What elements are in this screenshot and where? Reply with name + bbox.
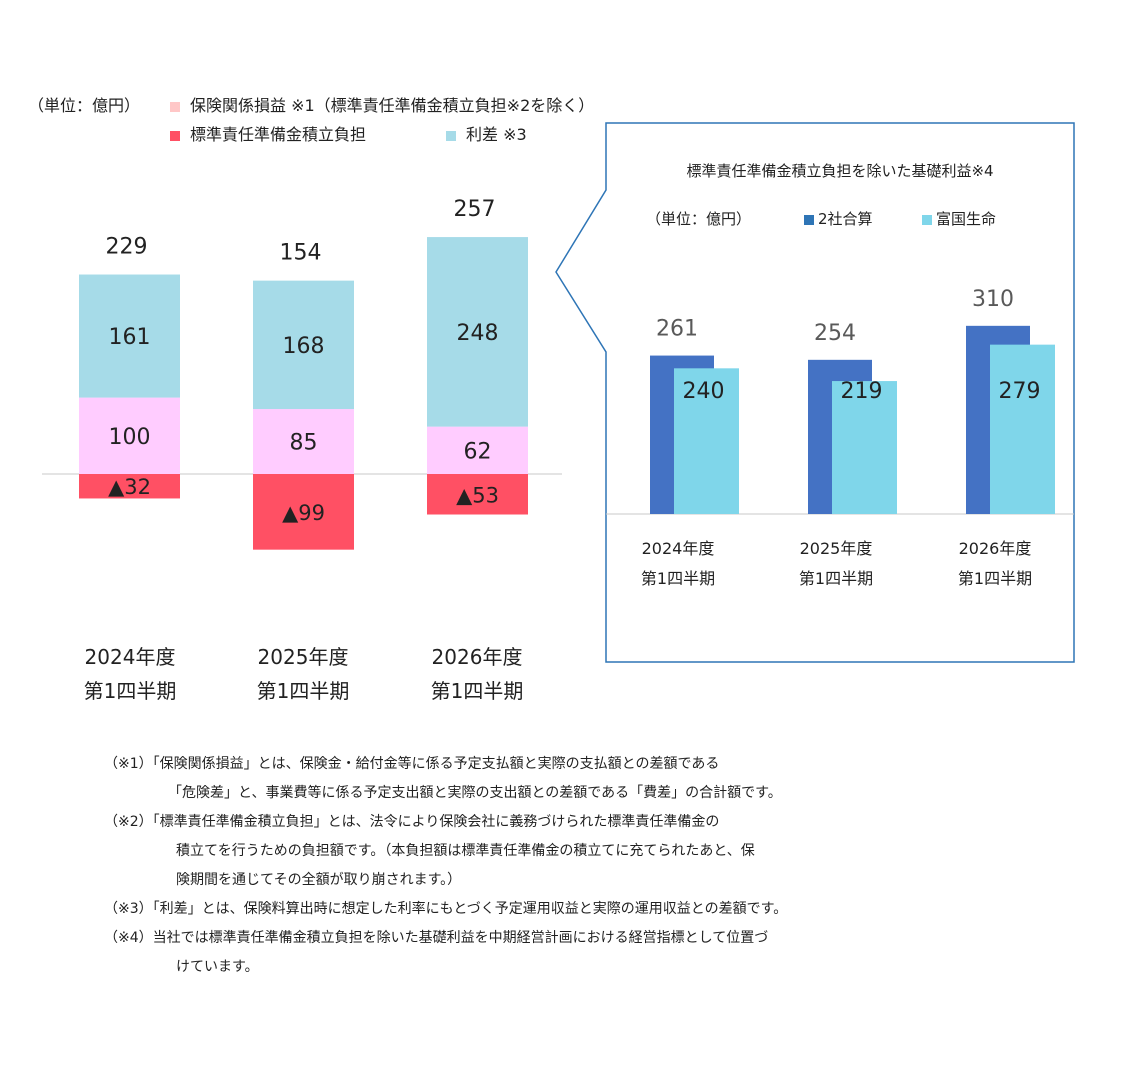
footnotes: （※1）「保険関係損益」とは、保険金・給付金等に係る予定支払額と実際の支払額との…: [104, 750, 1064, 982]
stacked-bar-chart: 100 161 ▲32 229 85 168 ▲99 154 62 248 ▲53 257: [42, 197, 562, 550]
data-label-total: 257: [454, 197, 496, 222]
bar-insurance-profit: [427, 426, 528, 474]
bar-interest-margin: [427, 237, 528, 427]
data-label-fukoku: 240: [683, 379, 725, 404]
data-label-insurance-profit: 85: [290, 431, 318, 456]
legend-swatch-icon: [446, 130, 456, 141]
legend-item-insurance: 保険関係損益 ※1（標準責任準備金積立負担※2を除く）: [170, 92, 594, 116]
legend-label: 富国生命: [936, 210, 997, 228]
inset-title: 標準責任準備金積立負担を除いた基礎利益※4: [686, 162, 994, 180]
bar-fukoku: [990, 344, 1055, 514]
footnote-4-line-1: （※4）当社では標準責任準備金積立負担を除いた基礎利益を中期経営計画における経営…: [104, 924, 1064, 953]
bar-interest-margin: [79, 274, 180, 398]
bar-reserve-burden: [427, 474, 528, 515]
footnote-3-line-1: （※3）「利差」とは、保険料算出時に想定した利率にもとづく予定運用収益と実際の運…: [104, 895, 1064, 924]
inset-legend-item-fukoku: 富国生命: [922, 208, 996, 229]
category-quarter: 第1四半期: [256, 679, 350, 703]
footnote-text: 「標準責任準備金積立負担」とは、法令により保険会社に義務づけられた標準責任準備金…: [152, 814, 720, 830]
category-quarter: 第1四半期: [430, 679, 524, 703]
footnote-mark: （※1）: [104, 756, 153, 772]
bar-insurance-profit: [79, 397, 180, 474]
category-year: 2024年度: [84, 645, 176, 669]
legend-label: 保険関係損益 ※1（標準責任準備金積立負担※2を除く）: [190, 96, 595, 115]
data-label-fukoku: 219: [841, 379, 883, 404]
legend-label: 標準責任準備金積立負担: [190, 125, 367, 144]
data-label-insurance-profit: 62: [464, 439, 492, 464]
inset-category-label: 2026年度 第1四半期: [925, 534, 1065, 594]
data-label-insurance-profit: 100: [109, 425, 151, 450]
category-quarter: 第1四半期: [957, 569, 1033, 588]
bar-interest-margin: [253, 280, 354, 410]
data-label-interest-margin: 248: [457, 321, 499, 346]
bar-reserve-burden: [79, 474, 180, 499]
category-year: 2026年度: [958, 539, 1032, 558]
bar-fukoku: [674, 368, 739, 514]
bar-reserve-burden: [253, 474, 354, 550]
category-year: 2024年度: [641, 539, 715, 558]
data-label-interest-margin: 161: [109, 325, 151, 350]
category-label: 2024年度 第1四半期: [50, 640, 210, 708]
category-year: 2025年度: [799, 539, 873, 558]
category-label: 2025年度 第1四半期: [223, 640, 383, 708]
bar-fukoku: [832, 381, 897, 514]
legend-item-reserve: 標準責任準備金積立負担: [170, 121, 366, 145]
data-label-reserve-burden: ▲32: [108, 475, 151, 499]
category-quarter: 第1四半期: [798, 569, 874, 588]
data-label-total: 229: [106, 235, 148, 260]
category-quarter: 第1四半期: [640, 569, 716, 588]
legend-swatch-icon: [922, 214, 932, 225]
data-label-combined: 261: [656, 317, 698, 342]
category-year: 2025年度: [257, 645, 349, 669]
category-label: 2026年度 第1四半期: [397, 640, 557, 708]
footnote-2-line-2: 積立てを行うための負担額です。（本負担額は標準責任準備金の積立てに充てられたあと…: [176, 843, 755, 859]
inset-callout-frame: [555, 122, 1075, 663]
inset-category-label: 2024年度 第1四半期: [608, 534, 748, 594]
legend-label: 2社合算: [818, 210, 873, 228]
footnote-mark: （※3）: [104, 901, 153, 917]
footnote-1-line-2: 「危険差」と、事業費等に係る予定支出額と実際の支出額との差額である「費差」の合計…: [168, 785, 782, 801]
data-label-combined: 254: [814, 321, 856, 346]
category-quarter: 第1四半期: [83, 679, 177, 703]
legend-swatch-icon: [804, 214, 814, 225]
legend-swatch-icon: [170, 101, 180, 112]
data-label-total: 154: [280, 241, 322, 266]
inset-legend-item-combined: 2社合算: [804, 208, 873, 229]
unit-label: （単位：億円）: [28, 96, 141, 115]
footnote-2-line-1: （※2）「標準責任準備金積立負担」とは、法令により保険会社に義務づけられた標準責…: [104, 808, 1064, 837]
data-label-interest-margin: 168: [283, 334, 325, 359]
footnote-text: 「保険関係損益」とは、保険金・給付金等に係る予定支払額と実際の支払額との差額であ…: [152, 756, 720, 772]
footnote-text: 当社では標準責任準備金積立負担を除いた基礎利益を中期経営計画における経営指標とし…: [152, 930, 769, 946]
basic-profit-bar-chart: 261 240 254 219 310 279: [606, 287, 1074, 515]
footnote-4-line-2: けています。: [176, 959, 259, 975]
data-label-fukoku: 279: [999, 379, 1041, 404]
inset-category-label: 2025年度 第1四半期: [766, 534, 906, 594]
bar-insurance-profit: [253, 409, 354, 474]
legend-item-interest: 利差 ※3: [446, 121, 527, 145]
data-label-combined: 310: [972, 287, 1014, 312]
data-label-reserve-burden: ▲53: [456, 483, 499, 507]
footnote-text: 「利差」とは、保険料算出時に想定した利率にもとづく予定運用収益と実際の運用収益と…: [152, 901, 788, 917]
legend-swatch-icon: [170, 130, 180, 141]
inset-unit-label: （単位：億円）: [646, 210, 752, 228]
legend-label: 利差 ※3: [466, 125, 527, 144]
footnote-1-line-1: （※1）「保険関係損益」とは、保険金・給付金等に係る予定支払額と実際の支払額との…: [104, 750, 1064, 779]
footnote-2-line-3: 険期間を通じてその全額が取り崩されます。）: [176, 872, 462, 888]
category-year: 2026年度: [431, 645, 523, 669]
footnote-mark: （※2）: [104, 814, 153, 830]
footnote-mark: （※4）: [104, 930, 153, 946]
data-label-reserve-burden: ▲99: [282, 501, 325, 525]
